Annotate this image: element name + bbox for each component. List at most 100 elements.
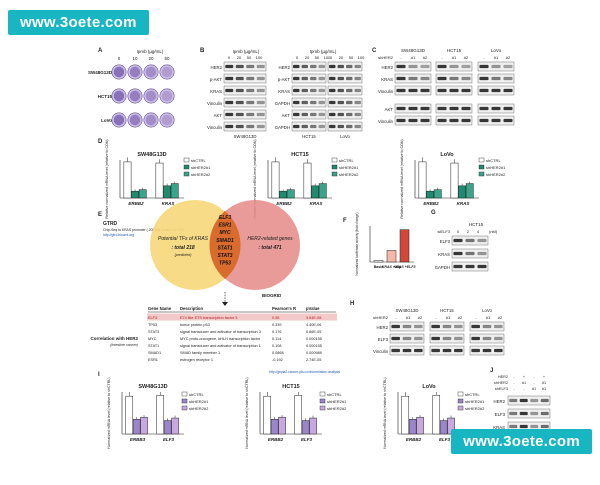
panel-d-legend-swatch (331, 164, 338, 170)
panel-d-chart-bar (279, 190, 287, 199)
panel-j-blot-label: KRAS (493, 425, 505, 430)
panel-letter-d: D (98, 139, 103, 145)
panel-b-blot2-band (293, 64, 300, 69)
venn-right-title: HER2-related genes (247, 236, 293, 242)
panel-c-blot-band (437, 106, 447, 111)
panel-d-chart-bar (271, 161, 280, 199)
panel-b-conc: 50 (349, 55, 354, 60)
panel-e-table-cell: MYC proto-oncogene, bHLH transcription f… (180, 337, 261, 341)
panel-d-chart-bar (163, 185, 171, 199)
panel-i-chart-bar (263, 395, 272, 435)
panel-i-legend-swatch (181, 405, 188, 411)
panel-b-conc: 20 (237, 55, 242, 60)
panel-c-blot-band (503, 118, 513, 123)
panel-c-blot-band (449, 76, 459, 81)
panel-j-blot-band (519, 424, 528, 429)
panel-g-blot-band (453, 264, 463, 269)
panel-b-blot1-band (256, 100, 265, 105)
venn-overlap (209, 211, 241, 279)
panel-b-blot-label: KRAS (210, 89, 222, 94)
panel-b-blot2-frame (291, 121, 327, 132)
panel-b-blot1-band (225, 112, 234, 117)
panel-c-blot-band (479, 118, 489, 123)
panel-d-legend-label: shHER2#2 (486, 172, 506, 177)
panel-c-blot-band (503, 64, 513, 69)
panel-i-legend-label: shHER2#1 (327, 399, 347, 404)
panel-e-table-cell: ELF3 (148, 316, 157, 320)
panel-b-blot3-frame (327, 61, 363, 72)
panel-c-blot-frame (394, 61, 432, 72)
panel-d-chart-bar (458, 185, 466, 199)
panel-b-blot2-band (301, 100, 308, 105)
panel-b-blot2-band (310, 88, 317, 93)
panel-h-lane: - (395, 315, 397, 320)
panel-c-lane: #1 (411, 55, 416, 60)
venn-overlap-gene: ELF3 (219, 215, 231, 221)
panel-c-lane: #1 (452, 55, 457, 60)
panel-b-cell-label: HCT15 (302, 134, 316, 139)
panel-h-blot-band (414, 324, 423, 329)
panel-c-lane: - (441, 55, 443, 60)
panel-h-blot-band (454, 324, 463, 329)
panel-j-blot-band (509, 411, 518, 416)
panel-b-blot3-frame (327, 109, 363, 120)
colony-stain (113, 114, 125, 126)
panel-d-chart-bar (123, 161, 132, 199)
panel-i-chart-title: LoVo (422, 384, 436, 390)
panel-d-legend-swatch (183, 164, 190, 170)
panel-e-table-cell: STAT3 (148, 330, 159, 334)
panel-e-table-cell: 2.74E-05 (306, 358, 321, 362)
panel-j-sign: - (533, 381, 535, 385)
panel-g-blot-label: ELF3 (440, 239, 451, 244)
panel-h-blot-band (414, 336, 423, 341)
panel-c-blot-band (491, 64, 501, 69)
panel-letter-g: G (431, 210, 436, 216)
panel-b-blot1-band (235, 88, 244, 93)
panel-d-chart-ylabel: Relative normalized mRNA level (relative… (105, 139, 109, 218)
panel-b-blot1-frame (223, 85, 267, 96)
panel-b-blot2-band (318, 88, 325, 93)
panel-e-table-cell: 0.176 (272, 330, 282, 334)
panel-h-blot-band (471, 336, 480, 341)
panel-g-blot-band (477, 251, 487, 256)
panel-b-blot1-band (246, 76, 255, 81)
panel-i-chart-bar (301, 420, 310, 435)
panel-b-blot2-frame (291, 97, 327, 108)
panel-b-blot2-band (318, 64, 325, 69)
panel-c-blot-band (408, 76, 418, 81)
panel-j-blot-band (540, 424, 549, 429)
panel-d-legend-swatch (478, 164, 485, 170)
panel-h-blot-band (494, 348, 503, 353)
panel-d-chart-bar (138, 189, 147, 199)
panel-c-lane: #2 (506, 55, 511, 60)
colony-stain (129, 90, 141, 102)
panel-d-chart-ylabel: Relative normalized mRNA level (relative… (400, 139, 404, 218)
panel-h-lane: #2 (498, 315, 503, 320)
panel-b-blot1-band (225, 88, 234, 93)
panel-c-blot-band (479, 106, 489, 111)
panel-c-blot-band (491, 106, 501, 111)
panel-b-blot1-band (246, 88, 255, 93)
panel-d-legend-swatch (183, 171, 190, 177)
panel-b-blot2-band (293, 100, 300, 105)
panel-h-blot-band (431, 336, 440, 341)
panel-h-blot-band (391, 348, 400, 353)
panel-e-table-cell: 3.94E-06 (306, 316, 321, 320)
panel-d-chart-bar (418, 161, 427, 199)
panel-d-chart-title: LoVo (440, 152, 454, 158)
panel-b-blot2-band (318, 100, 325, 105)
panel-b-blot1-band (235, 64, 244, 69)
panel-b-blot3-frame (327, 85, 363, 96)
panel-e-table-header: Pearson's R (272, 306, 296, 311)
panel-b-blot2-band (301, 112, 308, 117)
panel-d-chart-bar (433, 189, 442, 199)
panel-b-blot3-band (337, 76, 344, 81)
panel-c-blot-band (396, 76, 406, 81)
panel-a-conc-label: 10 (132, 56, 138, 61)
panel-i-legend-label: shHER2#2 (465, 406, 485, 411)
panel-i-legend-swatch (457, 398, 464, 404)
panel-e-table-cell: ESR1 (148, 358, 158, 362)
panel-d-chart-bar (311, 185, 319, 199)
panel-b-blot1-band (235, 112, 244, 117)
panel-b-blot3-band (329, 88, 336, 93)
